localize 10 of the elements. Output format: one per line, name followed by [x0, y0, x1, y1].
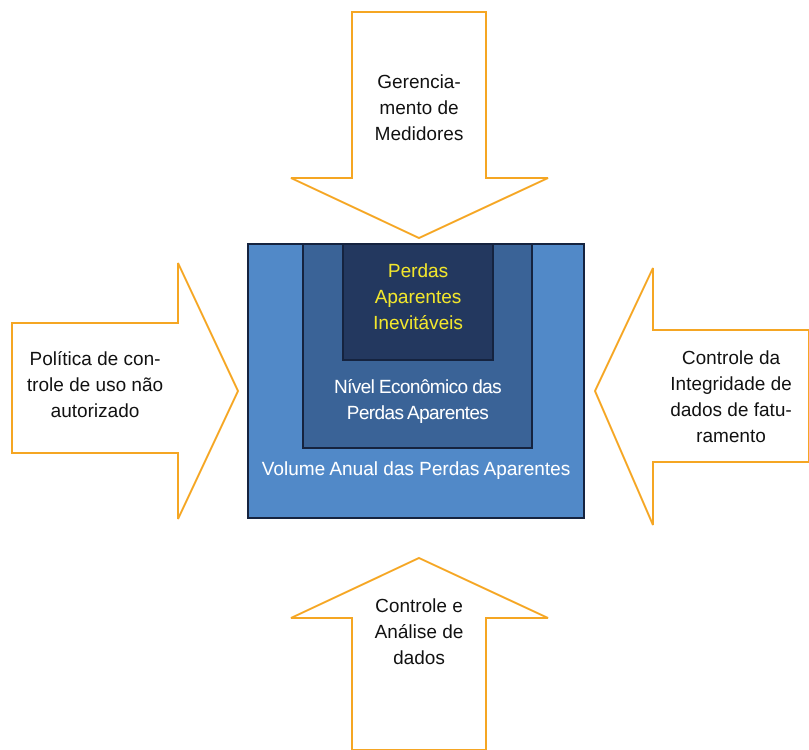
box-title: Perdas Aparentes Inevitáveis	[372, 260, 464, 336]
box-title: Nível Econômico das Perdas Aparentes	[332, 376, 502, 426]
box-title: Volume Anual das Perdas Aparentes	[260, 458, 572, 482]
nested-box	[302, 243, 533, 449]
arrow-text: Política de con- trole de uso não autorizado	[26, 348, 164, 424]
arrow-text: Gerencia- mento de Medidores	[374, 71, 464, 147]
nested-box	[247, 243, 585, 519]
arrow-text: Controle da Integridade de dados de fatu- ramento	[669, 347, 793, 449]
arrow-text: Controle e Análise de dados	[374, 595, 464, 671]
nested-box	[342, 243, 494, 361]
